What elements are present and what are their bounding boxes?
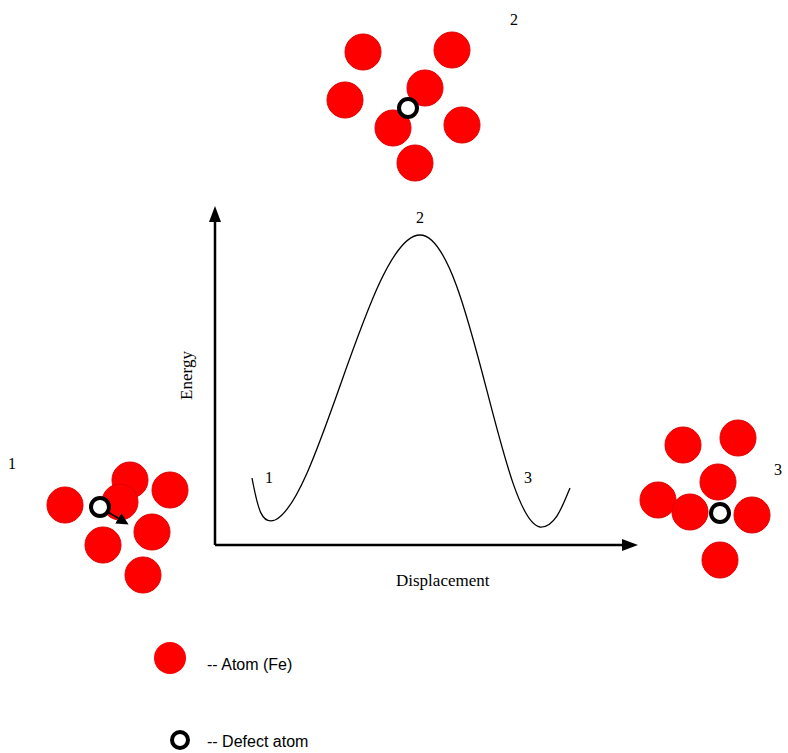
jump-arrow [108,512,126,523]
atom-cluster-saddle [327,32,480,181]
defect-atom [91,498,109,516]
energy-curve [252,235,570,527]
callout-number: 3 [524,470,532,486]
axis-label: Energy [177,351,194,400]
atom-cluster-final [640,420,770,578]
axis-label: Displacement [396,572,489,589]
axes [209,206,638,551]
legend-defect-sample [172,732,188,748]
atom-cluster-initial [47,462,188,593]
defect-atom [399,99,417,117]
callout-number: 1 [8,456,16,472]
defect-atom [711,504,729,522]
callout-number: 1 [265,470,273,486]
callout-number: 2 [510,12,518,28]
callout-number: 3 [774,462,782,478]
callout-number: 2 [416,210,424,226]
legend-text: -- Defect atom [207,734,308,750]
legend-text: -- Atom (Fe) [207,657,292,673]
legend-swatch [154,642,186,674]
